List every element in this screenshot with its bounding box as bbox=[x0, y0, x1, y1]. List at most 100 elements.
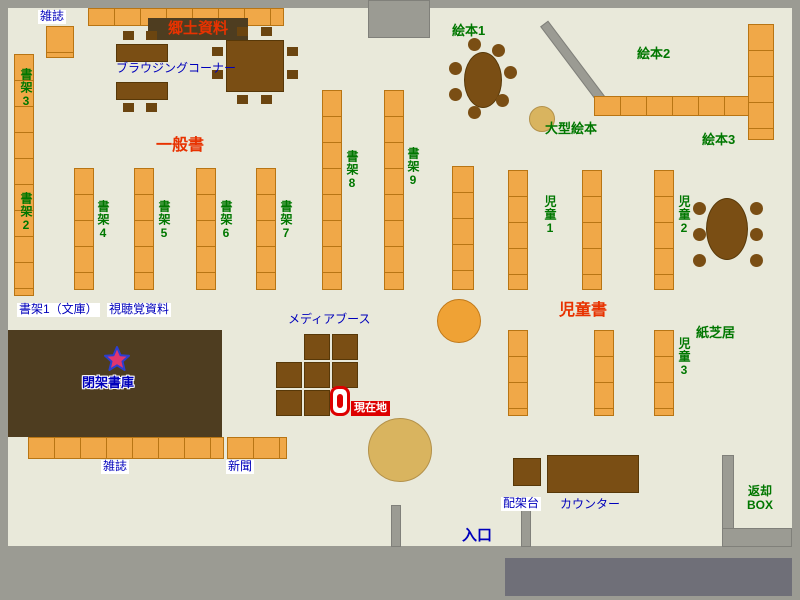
shelf-jido-lower-1 bbox=[508, 330, 528, 416]
closed-stacks-label: 閉架書庫 bbox=[82, 375, 135, 390]
chair bbox=[261, 95, 272, 104]
sorting-table-desk bbox=[513, 458, 541, 486]
newspaper-label: 新聞 bbox=[226, 459, 255, 474]
pillar-circle bbox=[368, 418, 432, 482]
shelf-shoka9 bbox=[384, 90, 404, 290]
shelf-jido-upper-2 bbox=[582, 170, 602, 290]
chair bbox=[750, 228, 763, 241]
shelf-shoka4 bbox=[74, 168, 94, 290]
shoka3-label: 書架3 bbox=[19, 68, 33, 109]
closed-stacks-area: 閉架書庫 bbox=[8, 330, 222, 437]
shelf-magazines-top bbox=[46, 26, 74, 58]
kamishibai-label: 紙芝居 bbox=[696, 325, 736, 340]
chair bbox=[693, 202, 706, 215]
shoka7-label: 書架7 bbox=[279, 200, 293, 241]
chair bbox=[123, 31, 134, 40]
media-booth bbox=[276, 390, 302, 416]
shelf-newspaper bbox=[227, 437, 287, 459]
shelf-shoka8 bbox=[322, 90, 342, 290]
shelf-ehon2 bbox=[594, 96, 758, 116]
shoka2-label: 書架2 bbox=[19, 192, 33, 233]
browsing-table-1 bbox=[116, 44, 168, 62]
media-booth bbox=[304, 334, 330, 360]
jido3-label: 児童3 bbox=[677, 337, 691, 378]
shelf-left-wall bbox=[14, 54, 34, 296]
chair bbox=[146, 31, 157, 40]
magazines-bottom-label: 雑誌 bbox=[101, 459, 130, 474]
media-booth-label: メディアブース bbox=[288, 312, 371, 326]
chair bbox=[212, 47, 223, 56]
local-materials-sign: 郷土資料 bbox=[148, 18, 248, 40]
ehon2-label: 絵本2 bbox=[637, 46, 671, 61]
wall-entrance-right-post bbox=[521, 505, 531, 547]
chair bbox=[212, 70, 223, 79]
shelf-ehon3 bbox=[748, 24, 774, 140]
large-picture-books-circle bbox=[529, 106, 555, 132]
large-picture-books-label: 大型絵本 bbox=[545, 121, 598, 136]
shoka6-label: 書架6 bbox=[219, 200, 233, 241]
return-box-line2: BOX bbox=[746, 497, 773, 512]
return-box-line1: 返却 bbox=[747, 484, 772, 498]
shelf-shoka7 bbox=[256, 168, 276, 290]
jido2-table bbox=[706, 198, 748, 260]
shelf-jido-upper-1 bbox=[508, 170, 528, 290]
star-icon bbox=[104, 346, 130, 371]
chair bbox=[237, 95, 248, 104]
shoka5-label: 書架5 bbox=[157, 200, 171, 241]
browsing-table-3 bbox=[226, 40, 284, 92]
chair bbox=[146, 103, 157, 112]
chair bbox=[750, 202, 763, 215]
chair bbox=[261, 27, 272, 36]
local-materials-label: 郷土資料 bbox=[167, 20, 228, 38]
chair bbox=[287, 70, 298, 79]
chair bbox=[693, 228, 706, 241]
jido2-label: 児童2 bbox=[677, 195, 691, 236]
exterior-dark-area bbox=[505, 558, 792, 596]
chair bbox=[693, 254, 706, 267]
chair bbox=[449, 62, 462, 75]
chair bbox=[287, 47, 298, 56]
magazines-top-label: 雑誌 bbox=[38, 9, 67, 24]
ehon1-label: 絵本1 bbox=[452, 23, 486, 38]
chair bbox=[496, 94, 509, 107]
current-location-core bbox=[337, 394, 343, 408]
children-books-label: 児童書 bbox=[559, 302, 608, 319]
chair bbox=[468, 106, 481, 119]
media-booth bbox=[304, 390, 330, 416]
shelf-jido-lower-2 bbox=[594, 330, 614, 416]
shelf-center bbox=[452, 166, 474, 290]
wall-return-box-bottom bbox=[722, 528, 792, 547]
chair bbox=[123, 103, 134, 112]
shelf-shoka5 bbox=[134, 168, 154, 290]
audio-visual-label: 視聴覚資料 bbox=[107, 302, 172, 317]
shelf-jido-upper-3 bbox=[654, 170, 674, 290]
shoka4-label: 書架4 bbox=[96, 200, 110, 241]
wall-pillar-top bbox=[368, 0, 430, 38]
counter-desk bbox=[547, 455, 639, 493]
current-location-marker bbox=[330, 386, 350, 416]
chair bbox=[492, 44, 505, 57]
entrance-label: 入口 bbox=[462, 527, 493, 544]
shoka9-label: 書架9 bbox=[406, 147, 420, 188]
ehon3-label: 絵本3 bbox=[702, 132, 736, 147]
jido1-label: 児童1 bbox=[543, 195, 557, 236]
browsing-table-2 bbox=[116, 82, 168, 100]
chair bbox=[237, 27, 248, 36]
shelf-jido-lower-3 bbox=[654, 330, 674, 416]
shelf-magazines-bottom bbox=[28, 437, 224, 459]
children-area-circle bbox=[437, 299, 481, 343]
general-books-label: 一般書 bbox=[156, 137, 205, 154]
media-booth bbox=[276, 362, 302, 388]
sorting-table-label: 配架台 bbox=[501, 496, 542, 511]
shoka8-label: 書架8 bbox=[345, 150, 359, 191]
chair bbox=[750, 254, 763, 267]
chair bbox=[468, 38, 481, 51]
shoka1-bunko-label: 書架1（文庫） bbox=[17, 302, 100, 317]
media-booth bbox=[332, 334, 358, 360]
browsing-corner-label: ブラウジングコーナー bbox=[116, 61, 237, 75]
chair bbox=[504, 66, 517, 79]
ehon1-table bbox=[464, 52, 502, 108]
counter-label: カウンター bbox=[560, 497, 621, 511]
